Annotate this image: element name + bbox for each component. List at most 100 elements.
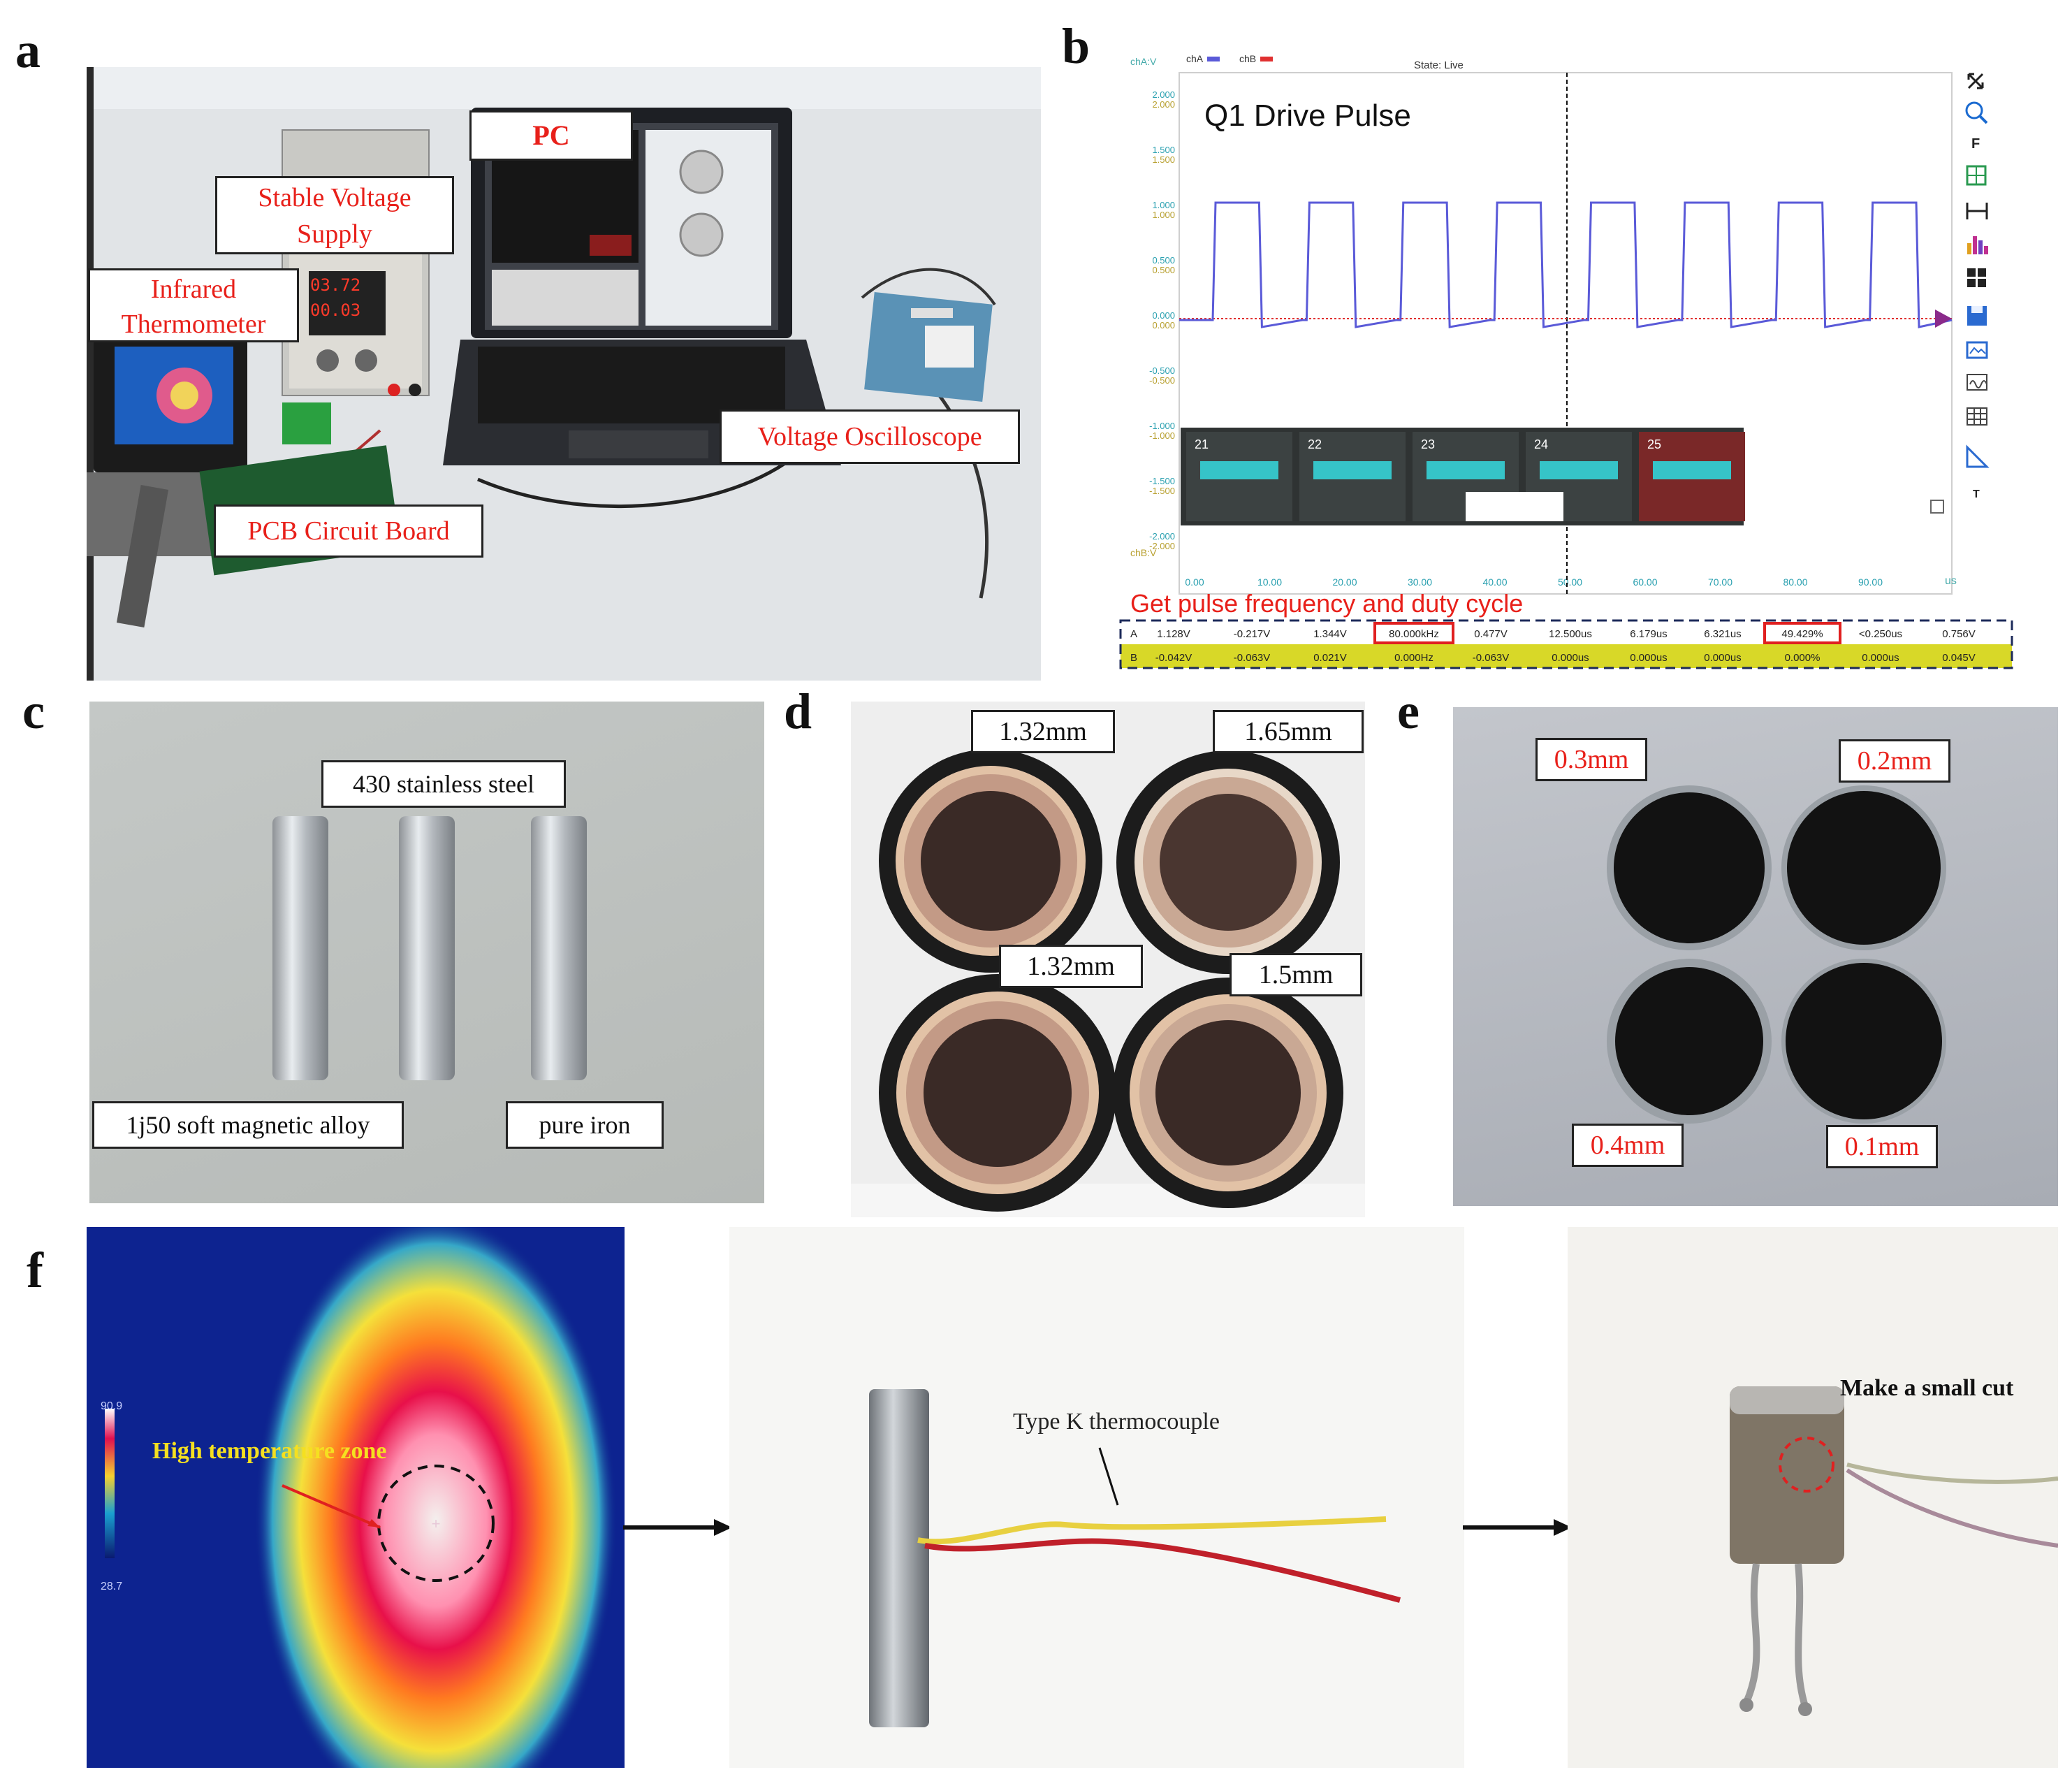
thermocouple-photo: Type K thermocouple	[729, 1227, 1464, 1768]
y-tick-label: 2.000	[1152, 99, 1175, 110]
label-pcb-circuit-board: PCB Circuit Board	[214, 504, 483, 558]
label-stable-voltage-supply: Stable Voltage Supply	[215, 176, 454, 254]
x-tick-label: 40.00	[1482, 576, 1507, 588]
measurement-caption: Get pulse frequency and duty cycle	[1130, 589, 1523, 618]
cut-sample-illustration	[1730, 1386, 2058, 1716]
scope-title: Q1 Drive Pulse	[1204, 99, 1411, 133]
y-tick-label: 1.500	[1152, 145, 1175, 155]
x-tick-label: 80.00	[1783, 576, 1807, 588]
table-icon[interactable]	[1967, 407, 1987, 426]
supply-current-readout: 00.03	[310, 300, 361, 320]
measurement-cell: 1.128V	[1157, 628, 1190, 640]
cha-legend-label: chA	[1186, 53, 1204, 64]
screenshot-icon[interactable]	[1966, 341, 1988, 359]
label-430-stainless-steel: 430 stainless steel	[321, 760, 566, 808]
thumbnail-label: 23	[1421, 437, 1435, 451]
coil-4	[1113, 978, 1343, 1208]
thermocouple-illustration	[869, 1389, 1401, 1727]
rod-430-stainless	[399, 816, 455, 1080]
coil-3	[879, 974, 1116, 1212]
save-icon[interactable]	[1967, 306, 1987, 326]
sample-body	[1730, 1386, 1844, 1564]
panel-letter-a: a	[15, 22, 41, 78]
thumbnail-label: 22	[1308, 437, 1322, 451]
tubes-illustration	[1607, 785, 1946, 1124]
panel-letter-e: e	[1397, 683, 1420, 739]
thermal-illustration: +	[87, 1227, 625, 1768]
x-tick-label: 70.00	[1708, 576, 1732, 588]
fullscreen-icon[interactable]	[1967, 73, 1984, 89]
y-tick-label: -0.500	[1149, 365, 1175, 376]
label-pure-iron: pure iron	[506, 1101, 664, 1149]
measurement-cell: 0.000us	[1630, 652, 1667, 664]
measurement-cell: 80.000kHz	[1389, 628, 1439, 640]
lead-left	[1743, 1563, 1760, 1704]
measurement-row-b-bg	[1121, 644, 2012, 668]
wire-pink	[1846, 1468, 2058, 1548]
label-tube-0.4mm: 0.4mm	[1572, 1124, 1684, 1167]
x-tick-label: 60.00	[1633, 576, 1657, 588]
thumbnail-wave	[1200, 461, 1278, 479]
measurement-cell: 12.500us	[1549, 628, 1592, 640]
thermocouple-label: Type K thermocouple	[1013, 1409, 1220, 1435]
measurement-cell: 0.000%	[1785, 652, 1821, 664]
panel-letter-b: b	[1062, 18, 1090, 74]
y-tick-label: 0.000	[1152, 310, 1175, 321]
label-thermo-line2: Thermometer	[121, 310, 266, 339]
coil-1	[879, 749, 1102, 973]
y-tick-label: -2.000	[1149, 541, 1175, 551]
label-tube-0.2mm: 0.2mm	[1839, 739, 1950, 783]
scope-ylabel-bottom: chB:V	[1130, 547, 1157, 558]
arrow-right-icon	[623, 1519, 732, 1536]
scope-toolbar: F T	[1965, 73, 1990, 500]
toolbar-f-button[interactable]: F	[1971, 136, 1980, 152]
rod-1j50	[272, 816, 328, 1080]
measurement-cell: 0.021V	[1313, 652, 1347, 664]
label-thermo-line1: Infrared	[150, 275, 237, 304]
thumbnail-label: 24	[1534, 437, 1548, 451]
thermal-image: + 90.9 28.7 High temperature zone	[87, 1227, 625, 1768]
measurement-cell: 0.045V	[1942, 652, 1976, 664]
thumbnail-label: 21	[1195, 437, 1209, 451]
label-tube-0.3mm: 0.3mm	[1535, 738, 1647, 781]
thumbnail-wave	[1427, 461, 1505, 479]
x-tick-label: 0.00	[1185, 576, 1204, 588]
panel-letter-f: f	[27, 1242, 43, 1298]
measurement-cell: 6.321us	[1704, 628, 1741, 640]
measurement-cell: -0.063V	[1473, 652, 1510, 664]
spectrum-icon[interactable]	[1967, 236, 1988, 254]
checkbox-icon[interactable]	[1930, 500, 1944, 514]
supply-display: 03.72 00.03	[310, 273, 383, 323]
math-ops-icon[interactable]	[1967, 268, 1986, 287]
thumbnail-overlay	[1466, 492, 1563, 521]
grid-fit-icon[interactable]	[1966, 165, 1987, 186]
measurement-cell: 0.000us	[1704, 652, 1741, 664]
thumbnail-wave	[1313, 461, 1392, 479]
heat-zone	[254, 1227, 618, 1768]
label-voltage-oscilloscope: Voltage Oscilloscope	[720, 409, 1020, 464]
y-tick-label: -2.000	[1149, 531, 1175, 542]
crosshair-icon: +	[432, 1515, 441, 1532]
waveform-icon[interactable]	[1967, 374, 1987, 391]
x-unit: us	[1945, 575, 1957, 587]
measurement-cell: -0.063V	[1234, 652, 1271, 664]
high-temp-zone-label: High temperature zone	[152, 1438, 387, 1464]
thermocouple-wire-red	[924, 1538, 1401, 1603]
zoom-icon[interactable]	[1965, 101, 1988, 124]
y-tick-labels: 2.0002.0001.5001.5001.0001.0000.5000.500…	[1149, 89, 1175, 551]
measurement-cell: <0.250us	[1859, 628, 1902, 640]
toolbar-t-button[interactable]: T	[1973, 488, 1980, 500]
y-tick-label: -1.000	[1149, 430, 1175, 441]
scope-plot: chA:V chA chB State: Live 2.0002.0001.50…	[1119, 53, 2013, 669]
measurement-cell: B	[1130, 652, 1137, 664]
x-tick-label: 10.00	[1257, 576, 1282, 588]
cha-pulse-trace	[1179, 201, 1953, 328]
cut-label: Make a small cut	[1840, 1375, 2014, 1401]
lead-right	[1795, 1563, 1809, 1708]
supply-voltage-readout: 03.72	[310, 275, 361, 295]
ruler-icon[interactable]	[1966, 444, 1990, 468]
measure-width-icon[interactable]	[1966, 203, 1988, 219]
y-tick-label: -1.000	[1149, 421, 1175, 431]
